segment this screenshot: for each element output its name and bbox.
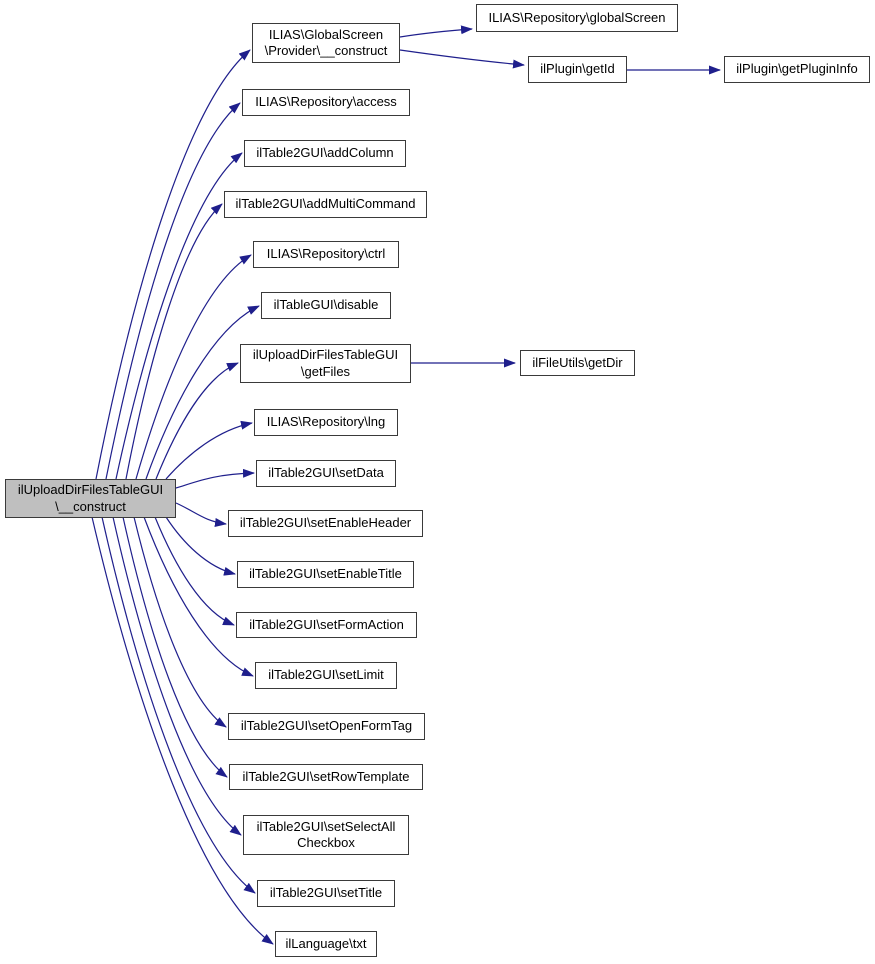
node-root-construct: ilUploadDirFilesTableGUI \__construct <box>5 479 176 518</box>
edge-root-to-set-row-template <box>122 516 228 778</box>
node-repository-globalscreen[interactable]: ILIAS\Repository\globalScreen <box>476 4 678 32</box>
node-globalscreen-provider-construct[interactable]: ILIAS\GlobalScreen \Provider\__construct <box>252 23 400 63</box>
node-ilplugin-getid[interactable]: ilPlugin\getId <box>528 56 627 83</box>
edge-root-to-set-limit <box>143 516 254 677</box>
node-iltable2gui-setselectallcheckbox[interactable]: ilTable2GUI\setSelectAll Checkbox <box>243 815 409 855</box>
node-iltable2gui-settitle[interactable]: ilTable2GUI\setTitle <box>257 880 395 907</box>
edge-root-to-lng <box>165 420 253 480</box>
node-iltablegui-disable[interactable]: ilTableGUI\disable <box>261 292 391 319</box>
edge-root-to-txt <box>91 516 274 945</box>
edge-root-to-ctrl <box>135 254 252 480</box>
node-ilplugin-getplugininfo[interactable]: ilPlugin\getPluginInfo <box>724 56 870 83</box>
edge-root-to-set-open-form-tag <box>133 516 227 728</box>
edge-root-to-set-title <box>101 516 256 894</box>
node-iltable2gui-addcolumn[interactable]: ilTable2GUI\addColumn <box>244 140 406 167</box>
node-repository-lng[interactable]: ILIAS\Repository\lng <box>254 409 398 436</box>
edge-root-to-set-enable-title <box>165 516 236 576</box>
node-illanguage-txt[interactable]: ilLanguage\txt <box>275 931 377 957</box>
edge-root-to-access <box>105 102 241 480</box>
node-ilfileutils-getdir[interactable]: ilFileUtils\getDir <box>520 350 635 376</box>
edge-root-to-add-column <box>115 152 243 480</box>
node-iltable2gui-setlimit[interactable]: ilTable2GUI\setLimit <box>255 662 397 689</box>
edge-provider-to-get-id <box>399 49 525 69</box>
node-iltable2gui-setenabletitle[interactable]: ilTable2GUI\setEnableTitle <box>237 561 414 588</box>
edge-root-to-disable <box>145 305 260 480</box>
edge-root-to-provider-construct <box>95 49 251 480</box>
node-iltable2gui-setopenformtag[interactable]: ilTable2GUI\setOpenFormTag <box>228 713 425 740</box>
node-iltable2gui-setdata[interactable]: ilTable2GUI\setData <box>256 460 396 487</box>
edge-root-to-set-select-all-checkbox <box>112 516 242 836</box>
edge-root-to-add-multi-command <box>125 203 223 480</box>
edge-root-to-set-data <box>175 468 255 489</box>
node-repository-access[interactable]: ILIAS\Repository\access <box>242 89 410 116</box>
node-iltable2gui-addmulticommand[interactable]: ilTable2GUI\addMultiCommand <box>224 191 427 218</box>
edge-root-to-get-files <box>155 362 239 480</box>
node-iltable2gui-setformaction[interactable]: ilTable2GUI\setFormAction <box>236 612 417 638</box>
node-iltable2gui-setenableheader[interactable]: ilTable2GUI\setEnableHeader <box>228 510 423 537</box>
node-iltable2gui-setrowtemplate[interactable]: ilTable2GUI\setRowTemplate <box>229 764 423 790</box>
edge-root-to-set-form-action <box>154 516 235 626</box>
edge-provider-to-global-screen <box>399 25 473 38</box>
node-repository-ctrl[interactable]: ILIAS\Repository\ctrl <box>253 241 399 268</box>
edge-root-to-set-enable-header <box>175 502 227 527</box>
node-uploaddirfilestablegui-getfiles[interactable]: ilUploadDirFilesTableGUI \getFiles <box>240 344 411 383</box>
